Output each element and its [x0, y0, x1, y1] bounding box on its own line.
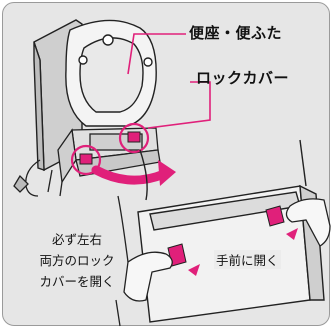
callout-lines	[127, 33, 211, 129]
instruction-line-3: カバーを開く	[39, 274, 115, 289]
lock-cover-highlights	[70, 122, 150, 176]
toilet-seat-lid	[65, 19, 157, 127]
instruction-open-toward-front: 手前に開く	[214, 250, 281, 269]
zoom-arrow-icon	[91, 160, 176, 186]
open-direction-arrows	[188, 228, 298, 276]
label-lock-cover: ロックカバー	[196, 69, 290, 87]
instruction-line-2: 両方のロック	[39, 253, 115, 268]
lock-cover-parts	[79, 131, 141, 165]
instruction-open-both-covers: 必ず左右 両方のロック カバーを開く	[20, 229, 134, 292]
label-seat-and-lid: 便座・便ふた	[189, 24, 283, 42]
instruction-line-1: 必ず左右	[51, 232, 102, 247]
hands-illustration	[115, 195, 331, 327]
water-hose	[13, 159, 63, 197]
